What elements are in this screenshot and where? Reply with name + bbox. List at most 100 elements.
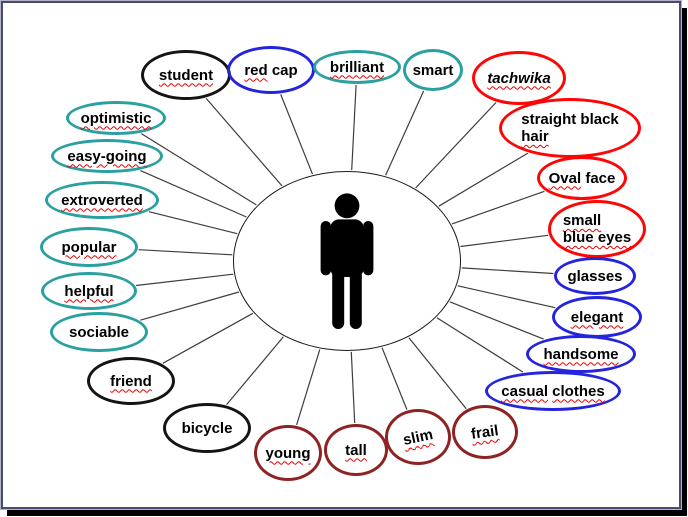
concept-node-bicycle[interactable]: bicycle	[163, 403, 251, 453]
misspelled-word: easy-going	[67, 147, 147, 165]
misspelled-word: Oval	[548, 169, 582, 187]
misspelled-word: optimistic	[80, 109, 152, 127]
mindmap-canvas: student red cap brilliant smart tachwika stra…	[3, 3, 679, 507]
concept-label: tall	[345, 442, 367, 459]
concept-node-oval-face[interactable]: Oval face	[537, 156, 627, 200]
misspelled-word: tachwika	[487, 69, 551, 87]
misspelled-word: clothes	[552, 382, 605, 400]
connector-line-young	[296, 349, 321, 426]
concept-node-helpful[interactable]: helpful	[41, 272, 137, 310]
misspelled-word: handsome	[543, 345, 619, 363]
concept-node-tall[interactable]: tall	[324, 424, 388, 476]
concept-label: glasses	[567, 268, 622, 285]
slide: student red cap brilliant smart tachwika stra…	[0, 0, 682, 510]
concept-label: friend	[110, 373, 152, 390]
concept-node-student[interactable]: student	[141, 50, 231, 100]
concept-label: easy-going	[67, 148, 146, 165]
concept-node-glasses[interactable]: glasses	[554, 257, 636, 295]
connector-line-extroverted	[148, 211, 238, 235]
concept-label: brilliant	[330, 59, 384, 76]
connector-line-slim	[381, 347, 408, 410]
concept-node-brilliant[interactable]: brilliant	[313, 50, 401, 84]
central-person-ellipse[interactable]	[233, 171, 461, 351]
misspelled-word: friend	[110, 372, 152, 390]
concept-node-popular[interactable]: popular	[40, 227, 138, 267]
connector-line-smart	[385, 90, 425, 176]
concept-label: extroverted	[61, 192, 143, 209]
connector-line-optimistic	[140, 133, 257, 206]
misspelled-word: blue eyes	[562, 229, 632, 246]
concept-node-extroverted[interactable]: extroverted	[45, 181, 159, 219]
concept-label: tachwika	[487, 70, 550, 87]
concept-node-red-cap[interactable]: red cap	[227, 46, 315, 94]
connector-line-easy-going	[140, 170, 247, 218]
concept-node-sociable[interactable]: sociable	[50, 312, 148, 352]
concept-label: popular	[62, 239, 117, 256]
misspelled-word: student	[158, 66, 214, 84]
concept-node-young[interactable]: young	[254, 425, 322, 481]
concept-label: optimistic	[81, 110, 152, 127]
concept-node-optimistic[interactable]: optimistic	[66, 101, 166, 135]
misspelled-word: brilliant	[329, 58, 385, 76]
concept-label: smart	[413, 62, 454, 79]
concept-label: handsome	[543, 346, 618, 363]
connector-line-casual-clothes	[436, 317, 524, 373]
connector-line-sociable	[140, 291, 240, 321]
connector-line-frail	[408, 337, 467, 410]
connector-line-popular	[138, 249, 233, 256]
connector-line-elegant	[457, 285, 556, 309]
misspelled-word: popular	[61, 238, 117, 256]
connector-line-bicycle	[226, 336, 284, 405]
connector-line-red-cap	[280, 94, 314, 175]
connector-line-tachwika	[415, 102, 497, 189]
concept-label: sociable	[69, 324, 129, 341]
word: straight black	[521, 111, 619, 128]
misspelled-word: frail	[470, 421, 500, 443]
concept-label: red cap	[244, 62, 297, 79]
concept-node-tachwika[interactable]: tachwika	[472, 51, 566, 105]
misspelled-word: extroverted	[61, 191, 143, 209]
misspelled-word: hair	[521, 128, 549, 145]
connector-line-small-blue-eyes	[460, 234, 549, 248]
connector-line-student	[205, 98, 283, 187]
word: sociable	[68, 323, 130, 341]
concept-node-elegant[interactable]: elegant	[552, 296, 642, 338]
concept-node-handsome[interactable]: handsome	[526, 335, 636, 373]
connector-line-handsome	[449, 301, 544, 340]
connector-line-brilliant	[351, 84, 357, 171]
concept-label: slim	[402, 426, 435, 449]
misspelled-word: small	[562, 212, 602, 229]
concept-node-easy-going[interactable]: easy-going	[51, 139, 163, 173]
concept-node-frail[interactable]: frail	[452, 405, 518, 459]
concept-node-smart[interactable]: smart	[403, 49, 463, 91]
word: bicycle	[181, 419, 233, 437]
concept-label: bicycle	[182, 420, 233, 437]
concept-node-slim[interactable]: slim	[385, 409, 451, 465]
misspelled-word: red	[244, 61, 268, 79]
misspelled-word: helpful	[64, 282, 114, 300]
misspelled-word: elegant	[570, 308, 624, 326]
concept-label: casual clothes	[501, 383, 604, 400]
misspelled-word: young	[265, 444, 311, 462]
connector-line-glasses	[461, 267, 554, 275]
concept-node-friend[interactable]: friend	[87, 357, 175, 405]
connector-line-friend	[162, 312, 254, 364]
connector-line-straight-black-hair	[438, 152, 529, 207]
person-icon	[320, 193, 374, 329]
word: glasses	[567, 267, 623, 285]
misspelled-word: casual	[501, 382, 548, 400]
concept-label: student	[159, 67, 213, 84]
connector-line-oval-face	[451, 190, 545, 225]
misspelled-word: tall	[345, 441, 367, 459]
word: smart	[412, 61, 454, 79]
concept-label: young	[266, 445, 311, 462]
concept-label: frail	[470, 422, 500, 443]
concept-node-casual-clothes[interactable]: casual clothes	[485, 371, 621, 411]
concept-label: Oval face	[549, 170, 616, 187]
connector-line-tall	[350, 351, 356, 424]
